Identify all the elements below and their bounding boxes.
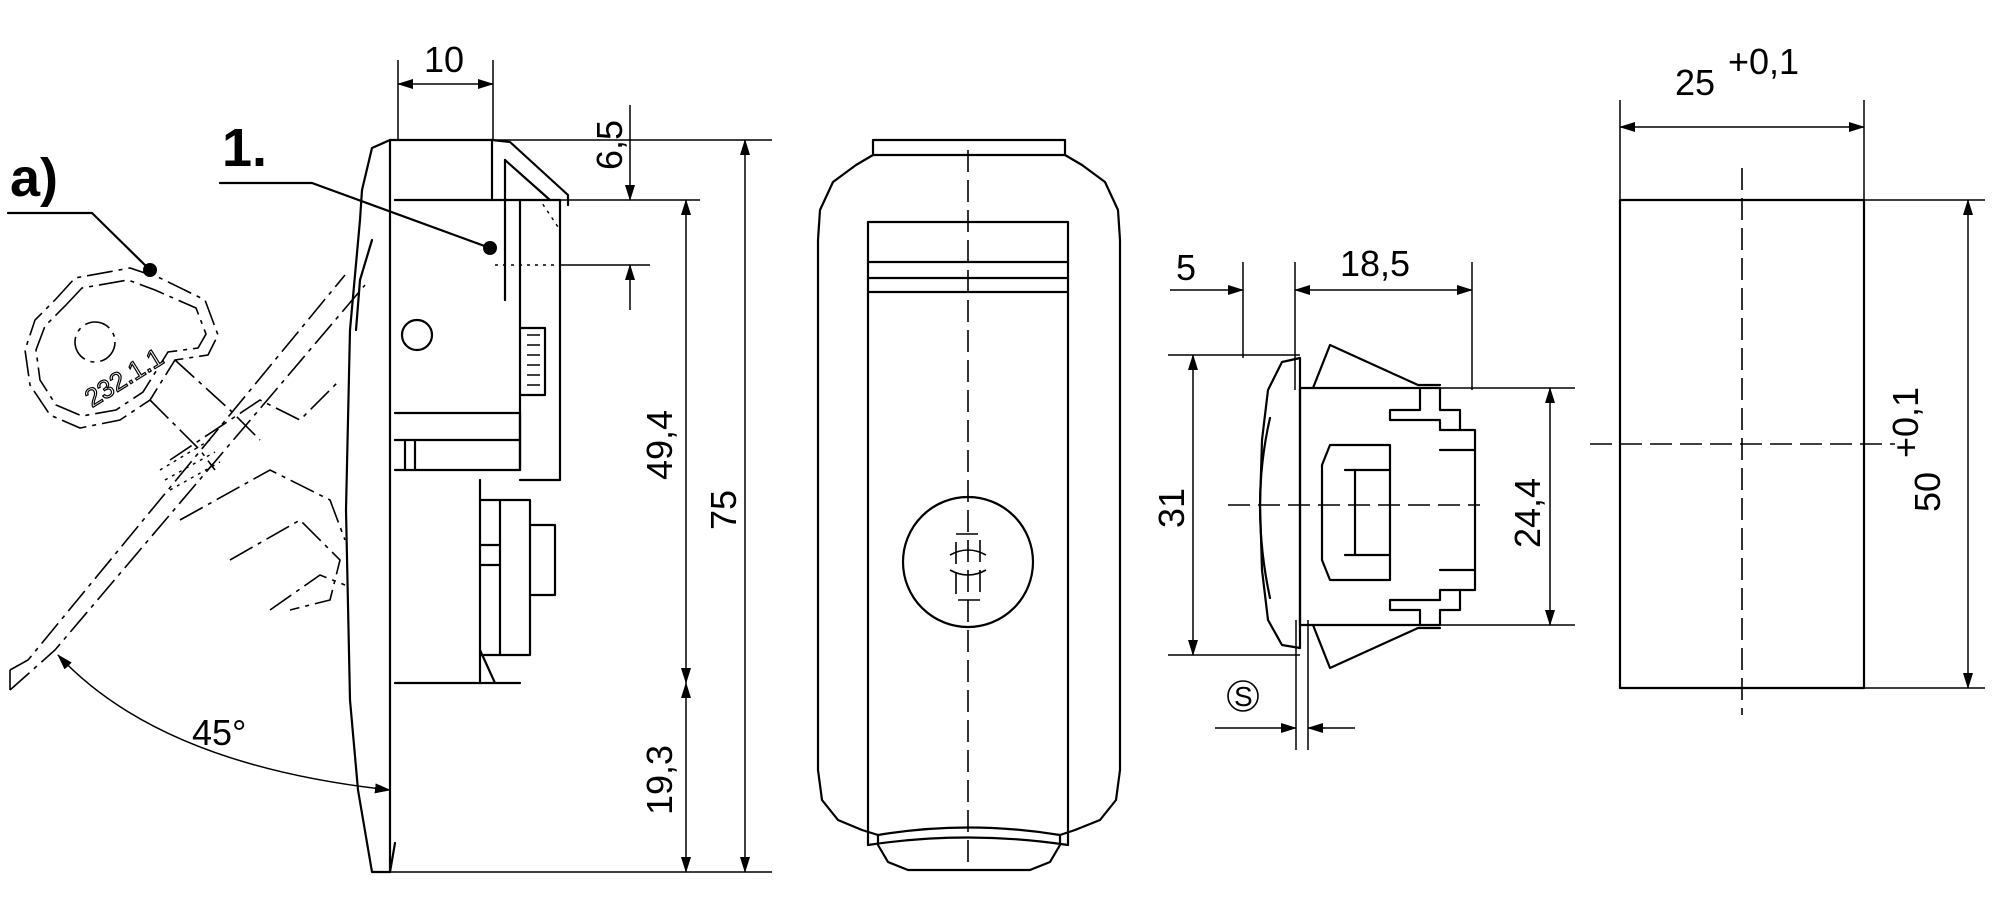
dimension-24-4: 24,4 [1420,387,1575,626]
svg-text:49,4: 49,4 [639,410,680,480]
svg-text:5: 5 [1176,247,1196,288]
front-view [816,138,1122,872]
section-view [1228,343,1480,670]
dimension-31: 31 [1151,354,1300,656]
panel-cutout [1590,168,1895,715]
svg-text:31: 31 [1151,488,1192,528]
svg-text:10: 10 [424,39,464,80]
svg-text:+0,1: +0,1 [1885,387,1926,458]
dimension-25: 25 +0,1 [1619,41,1865,200]
svg-text:50: 50 [1907,472,1948,512]
s-thickness-dimension: S [1215,620,1355,750]
svg-text:24,4: 24,4 [1507,478,1548,548]
callout-a-label: a) [10,148,58,208]
swung-handle [9,274,366,691]
dimension-50: 50 +0,1 [1864,199,1985,689]
side-view [344,138,570,874]
dimension-49-4: 49,4 [639,199,691,684]
dimension-10: 10 [397,39,494,140]
svg-text:45°: 45° [192,712,246,753]
key-outline: 232.1.1 [24,267,261,471]
callout-1-leader [218,181,492,250]
svg-text:25: 25 [1675,62,1715,103]
dimension-5: 5 [1170,247,1296,390]
key-code-label: 232.1.1 [79,342,168,413]
dimension-6-5: 6,5 [492,105,772,310]
dimension-18-5: 18,5 [1294,243,1473,390]
svg-text:18,5: 18,5 [1340,243,1410,284]
svg-text:75: 75 [703,490,744,530]
dimension-75: 75 [390,139,772,873]
svg-text:6,5: 6,5 [589,120,630,170]
callout-1-label: 1. [222,118,267,178]
svg-text:S: S [1234,681,1253,712]
dimension-19-3: 19,3 [639,682,691,873]
svg-text:19,3: 19,3 [639,745,680,815]
svg-text:+0,1: +0,1 [1728,41,1799,82]
callout-a-dot [143,263,157,277]
callout-a-leader [6,211,152,272]
callout-1-dot [483,241,497,255]
angle-45: 45° [57,654,391,794]
